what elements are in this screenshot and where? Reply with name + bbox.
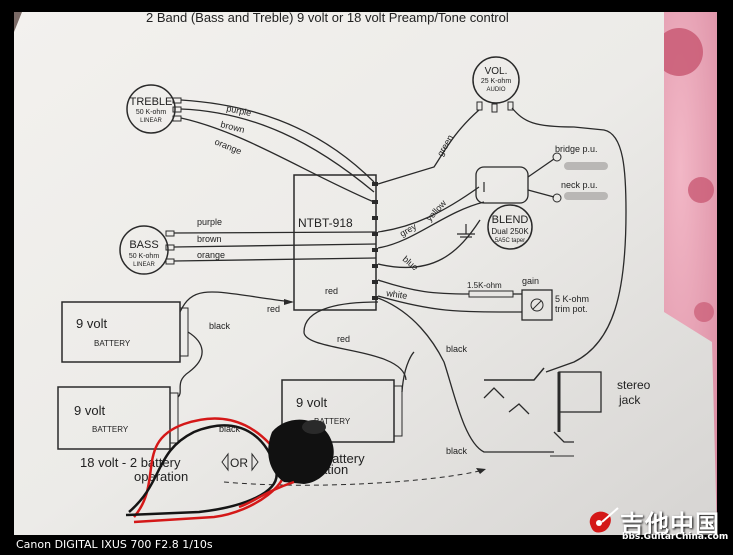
svg-text:black: black [446,446,468,456]
paper-sheet [14,12,717,535]
watermark: 吉他中国 bbs.GuitarChina.com [584,504,728,544]
svg-text:gain: gain [522,276,539,286]
svg-text:black: black [446,344,468,354]
svg-text:BATTERY: BATTERY [92,425,129,434]
svg-text:trim pot.: trim pot. [555,304,588,314]
svg-text:stereo: stereo [617,378,651,392]
ntbt-module: NTBT-918 [293,174,378,311]
svg-text:25 K-ohm: 25 K-ohm [481,78,512,85]
svg-text:purple: purple [197,217,222,227]
battery-bottom-left: 9 volt BATTERY [57,386,179,450]
svg-text:BASS: BASS [129,239,158,251]
svg-text:5A5C taper: 5A5C taper [495,238,525,244]
svg-text:red: red [337,334,350,344]
svg-text:jack: jack [618,393,641,407]
svg-text:9 volt: 9 volt [74,403,105,418]
svg-text:neck p.u.: neck p.u. [561,180,598,190]
diagram-title: 2 Band (Bass and Treble) 9 volt or 18 vo… [146,12,509,25]
watermark-url: bbs.GuitarChina.com [622,532,729,542]
svg-text:BATTERY: BATTERY [314,417,351,426]
battery-bottom-right: 9 volt BATTERY [281,379,403,443]
svg-text:50 K-ohm: 50 K-ohm [136,109,167,116]
svg-text:black: black [219,424,241,434]
svg-text:Dual 250K: Dual 250K [491,227,529,236]
neck-pickup: neck p.u. [552,180,608,203]
svg-text:NTBT-918: NTBT-918 [298,216,353,230]
svg-text:red: red [267,304,280,314]
wiring-diagram: 2 Band (Bass and Treble) 9 volt or 18 vo… [14,12,717,535]
bridge-pickup: bridge p.u. [552,144,608,170]
svg-text:5 K-ohm: 5 K-ohm [555,294,589,304]
svg-text:bridge p.u.: bridge p.u. [555,144,598,154]
battery-snap-connector [125,417,334,524]
op-18v-line2: operation [134,469,188,484]
svg-text:white: white [385,288,408,301]
svg-text:VOL.: VOL. [485,66,508,77]
svg-text:brown: brown [197,234,222,244]
gain-trim-pot: gain 5 K-ohm trim pot. [521,276,589,321]
op-18v-line1: 18 volt - 2 battery [80,455,181,470]
volume-pot: VOL. 25 K-ohm AUDIO [472,56,520,113]
blend-pot: BLEND Dual 250K 5A5C taper [475,166,533,250]
watermark-chinese: 吉他中国 [620,510,720,538]
svg-text:9 volt: 9 volt [296,395,327,410]
treble-pot: TREBLE 50 K-ohm LINEAR [126,84,182,134]
svg-text:black: black [209,321,231,331]
svg-text:LINEAR: LINEAR [140,118,162,124]
svg-text:AUDIO: AUDIO [486,87,505,93]
svg-text:LINEAR: LINEAR [133,262,155,268]
svg-text:1.5K-ohm: 1.5K-ohm [467,281,502,290]
battery-top: 9 volt BATTERY [61,301,189,363]
svg-text:BLEND: BLEND [492,214,529,226]
stereo-jack: stereo jack [483,367,651,457]
bass-pot: BASS 50 K-ohm LINEAR [119,225,175,275]
svg-text:9 volt: 9 volt [76,316,107,331]
svg-text:BATTERY: BATTERY [94,339,131,348]
svg-text:orange: orange [197,250,225,260]
guitar-logo-icon [589,507,619,533]
svg-text:red: red [325,286,338,296]
or-label: OR [230,456,248,470]
photo: 2 Band (Bass and Treble) 9 volt or 18 vo… [14,12,717,535]
svg-text:50 K-ohm: 50 K-ohm [129,253,160,260]
camera-caption: Canon DIGITAL IXUS 700 F2.8 1/10s [16,538,213,551]
svg-text:TREBLE: TREBLE [130,96,173,108]
